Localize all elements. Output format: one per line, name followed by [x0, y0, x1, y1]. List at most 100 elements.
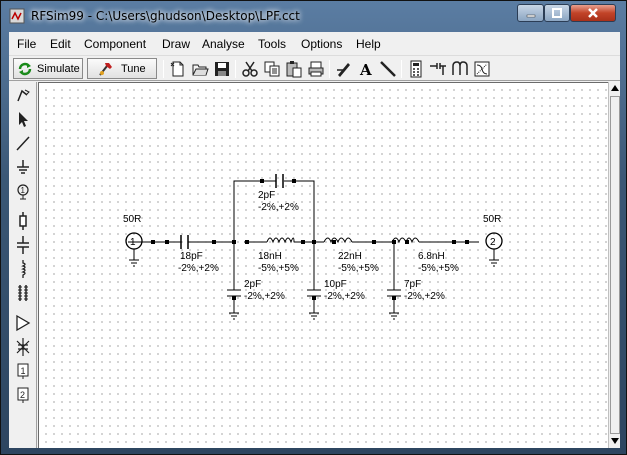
line-icon[interactable] — [15, 134, 31, 152]
c-shunt2-value: 10pF — [324, 279, 347, 290]
menu-tools[interactable]: Tools — [258, 37, 287, 51]
svg-text:2: 2 — [20, 390, 25, 400]
maximize-button[interactable] — [544, 4, 570, 22]
junction-node — [332, 240, 336, 244]
capacitor-icon[interactable] — [15, 236, 31, 254]
tune-label: Tune — [121, 63, 146, 75]
junction-node — [392, 240, 396, 244]
minimize-button[interactable] — [517, 4, 544, 22]
title-bar[interactable]: RFSim99 - C:\Users\ghudson\Desktop\LPF.c… — [1, 1, 626, 31]
l3-value: 6.8nH — [418, 251, 445, 262]
port-2-icon[interactable]: 2 — [15, 386, 31, 404]
menu-component[interactable]: Component — [84, 37, 147, 51]
window-title: RFSim99 - C:\Users\ghudson\Desktop\LPF.c… — [31, 9, 300, 23]
bridge-cap-value: 2pF — [258, 190, 275, 201]
pen-draw-icon[interactable] — [335, 60, 353, 78]
crystal-icon[interactable] — [15, 338, 31, 356]
shunt-capacitor-2 — [307, 242, 321, 320]
c-shunt1-value: 2pF — [244, 279, 261, 290]
close-icon — [588, 8, 598, 18]
print-icon[interactable] — [307, 60, 325, 78]
menu-bar: File Edit Component Draw Analyse Tools O… — [9, 34, 620, 54]
maximize-icon — [552, 8, 562, 18]
scroll-up-arrow-icon[interactable] — [611, 85, 619, 91]
c-shunt3-value: 7pF — [404, 279, 421, 290]
junction-node — [232, 240, 236, 244]
toolbar-separator — [401, 60, 402, 78]
series-capacitor — [180, 235, 189, 249]
new-file-icon[interactable] — [169, 60, 187, 78]
menu-edit[interactable]: Edit — [50, 37, 71, 51]
ground-icon[interactable] — [15, 158, 31, 176]
resistor-icon[interactable] — [15, 212, 31, 230]
c-shunt3-tolerance: -2%,+2% — [404, 291, 445, 302]
l2-value: 22nH — [338, 251, 362, 262]
scroll-down-arrow-icon[interactable] — [611, 438, 619, 444]
copy-icon[interactable] — [263, 60, 281, 78]
open-folder-icon[interactable] — [191, 60, 209, 78]
junctions — [151, 179, 469, 300]
junction-node — [392, 296, 396, 300]
app-icon[interactable] — [9, 8, 25, 24]
circuit-diagram: 1 2 50R 50R 18pF -2%,+2% 2pF -2%,+2% 18n… — [123, 174, 503, 320]
junction-node — [245, 240, 249, 244]
menu-help[interactable]: Help — [356, 37, 381, 51]
menu-file[interactable]: File — [17, 37, 37, 51]
paste-icon[interactable] — [285, 60, 303, 78]
svg-text:A: A — [359, 61, 372, 78]
junction-node — [465, 240, 469, 244]
filter-design-icon[interactable] — [473, 60, 491, 78]
port-in-number: 1 — [130, 237, 136, 248]
toolbar: Simulate Tune A — [9, 55, 620, 81]
shunt-capacitor-3 — [387, 242, 401, 320]
junction-node — [151, 240, 155, 244]
scrollbar-thumb[interactable] — [610, 96, 620, 434]
l3-tolerance: -5%,+5% — [418, 263, 459, 274]
svg-text:1: 1 — [21, 366, 26, 376]
port-1-icon[interactable]: 1 — [15, 362, 31, 380]
simulate-button[interactable]: Simulate — [13, 58, 83, 79]
cut-icon[interactable] — [241, 60, 259, 78]
junction-node — [452, 240, 456, 244]
vertical-scrollbar[interactable] — [608, 82, 620, 448]
calculator-icon[interactable] — [407, 60, 425, 78]
minimize-icon — [526, 14, 535, 18]
coupler-icon[interactable] — [451, 60, 469, 78]
bridge-cap-tolerance: -2%,+2% — [258, 202, 299, 213]
line-draw-icon[interactable] — [379, 60, 397, 78]
svg-text:1: 1 — [21, 186, 26, 195]
port-out-number: 2 — [490, 237, 496, 248]
bridge-capacitor — [275, 174, 284, 188]
port-in-impedance: 50R — [123, 214, 141, 225]
refresh-icon — [18, 62, 32, 76]
close-button[interactable] — [570, 4, 616, 22]
inductor-icon[interactable] — [15, 260, 31, 278]
toolbar-separator — [163, 60, 164, 78]
tune-icon — [99, 63, 112, 76]
text-tool-icon[interactable]: A — [357, 60, 375, 78]
junction-node — [372, 240, 376, 244]
toolbar-separator — [235, 60, 236, 78]
menu-draw[interactable]: Draw — [162, 37, 191, 51]
port-one-icon[interactable]: 1 — [15, 182, 31, 200]
menu-options[interactable]: Options — [301, 37, 343, 51]
port-out-impedance: 50R — [483, 214, 501, 225]
pointer-icon[interactable] — [15, 110, 31, 128]
match-network-icon[interactable] — [429, 60, 447, 78]
junction-node — [232, 296, 236, 300]
amplifier-icon[interactable] — [15, 314, 31, 332]
toolbar-separator — [329, 60, 330, 78]
junction-node — [292, 179, 296, 183]
junction-node — [301, 240, 305, 244]
junction-node — [212, 240, 216, 244]
save-icon[interactable] — [213, 60, 231, 78]
schematic-canvas[interactable]: 1 2 50R 50R 18pF -2%,+2% 2pF -2%,+2% 18n… — [38, 82, 608, 448]
transformer-icon[interactable] — [15, 284, 31, 302]
simulate-label: Simulate — [37, 63, 80, 75]
wire-mode-icon[interactable] — [15, 87, 31, 105]
junction-node — [405, 240, 409, 244]
component-toolbar: 1 1 2 — [9, 82, 37, 448]
menu-analyse[interactable]: Analyse — [202, 37, 245, 51]
tune-button[interactable]: Tune — [87, 58, 157, 79]
